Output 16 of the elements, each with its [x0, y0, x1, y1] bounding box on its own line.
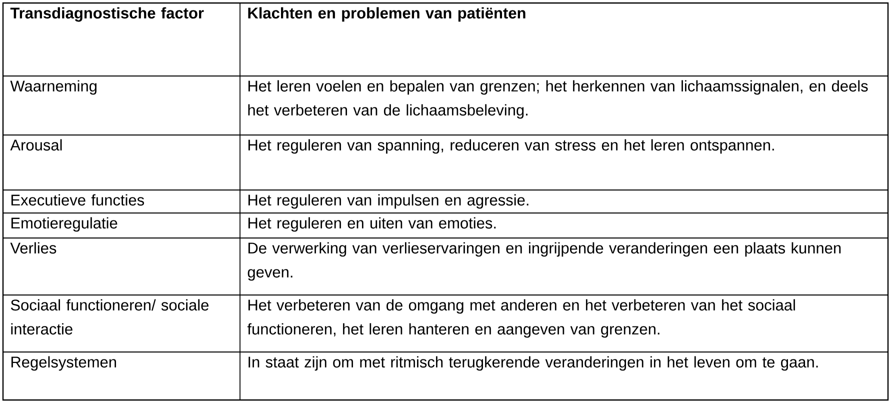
description-text: Het leren voelen en bepalen van grenzen; het herkennen van lichaamssignalen, en deels het verbeteren van de lichaamsbeleving.: [248, 80, 868, 119]
description-text: Het reguleren van spanning, reduceren van stress en het leren ontspannen.: [248, 139, 774, 154]
factor-name: Verlies: [10, 242, 56, 254]
description-text: In staat zijn om met ritmisch terugkerende veranderingen in het leven om te gaan.: [248, 356, 818, 371]
factor-name: Regelsystemen: [11, 356, 116, 371]
description-text: Het verbeteren van de omgang met anderen en het verbeteren van het sociaal functioneren, het leren hanteren en aangeven van grenzen.: [247, 299, 795, 338]
factor-name: Emotieregulatie: [11, 217, 118, 232]
factor-name: Waarneming: [10, 80, 96, 95]
description-text: Het reguleren van impulsen en agressie.: [248, 194, 528, 209]
factor-name: Executieve functies: [11, 194, 144, 206]
factor-name: Sociaal functioneren/ sociale interactie: [10, 299, 209, 335]
factor-name: Arousal: [10, 139, 62, 151]
description-text: De verwerking van verlieservaringen en ingrijpende veranderingen een plaats kunnen geven.: [248, 242, 841, 281]
description-text: Het reguleren en uiten van emoties.: [248, 217, 496, 232]
column-header: Klachten en problemen van patiënten: [248, 7, 526, 22]
column-header: Transdiagnostische factor: [10, 7, 204, 22]
